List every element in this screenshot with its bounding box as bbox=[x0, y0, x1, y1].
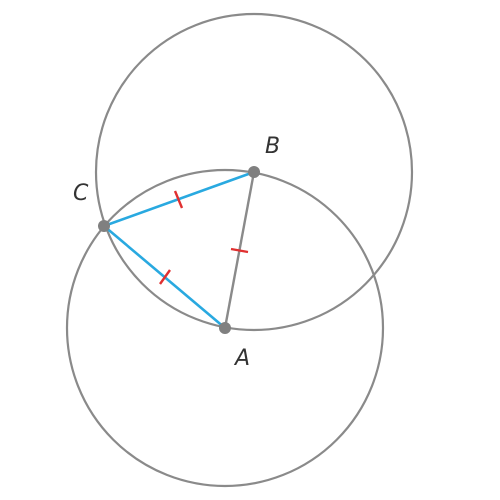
point-b bbox=[248, 166, 260, 178]
point-a bbox=[219, 322, 231, 334]
circle-centered-at-a bbox=[65, 168, 385, 488]
tick-mark-ab bbox=[230, 247, 249, 254]
label-c: C bbox=[73, 181, 89, 206]
circle-centered-at-b bbox=[94, 12, 414, 332]
label-a: A bbox=[233, 346, 250, 371]
tick-mark-ca bbox=[159, 269, 171, 285]
point-c bbox=[98, 220, 110, 232]
label-b: B bbox=[265, 134, 280, 159]
tick-mark-cb bbox=[173, 190, 184, 209]
